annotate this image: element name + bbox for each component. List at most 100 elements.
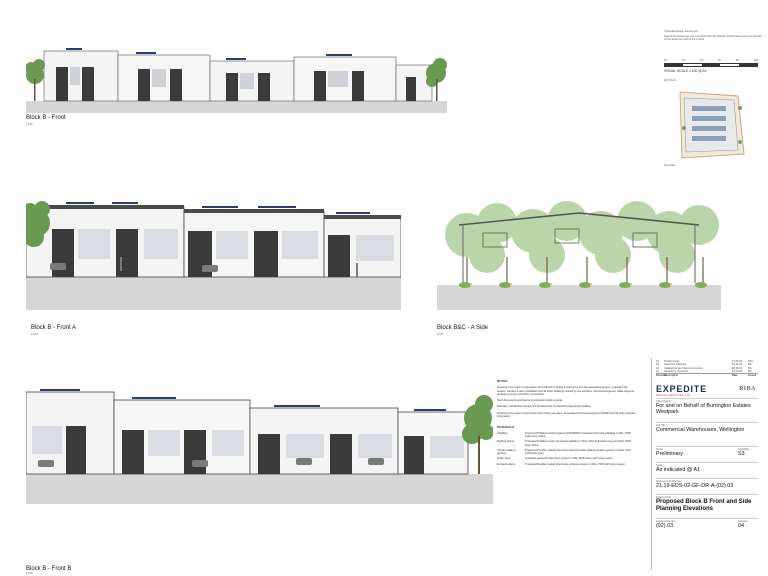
revision-number: 02 — [656, 366, 659, 370]
revision-header-desc: Description — [664, 374, 679, 378]
revision-by: BS — [748, 369, 752, 373]
revision-number: 01 — [656, 369, 659, 373]
revision-table: 04 Tender Issue 17.05.22 RJS 03 Issued f… — [656, 360, 758, 377]
revision-by: RJS — [748, 360, 753, 363]
drawing-number: (02).03 — [656, 523, 674, 529]
elevation-front-a-title: Block B - Front A — [31, 325, 77, 331]
revision-description: Tender Issue — [664, 360, 679, 363]
revision-date: 14.09.21 — [732, 369, 743, 373]
notes-paragraph-1: Drawing to be read in conjunction with w… — [497, 386, 635, 396]
material-name: Cladding — [497, 431, 508, 435]
revision-row: 03 Issued for Planning 10.12.21 BS — [656, 363, 758, 366]
elevation-side-title: Block B&C - A Side — [437, 325, 489, 331]
revision-label: Revision — [738, 520, 748, 523]
revision-description: Issued For Comment — [664, 369, 689, 373]
scale-bar-graphic — [664, 63, 758, 67]
material-desc: Insulated sectional roller door system i… — [525, 457, 614, 461]
material-desc: Proposed Powder coated aluminium framed … — [525, 448, 631, 456]
revision-header-by: Issued — [748, 374, 757, 378]
scale-section: Scale As indicated @ A1 — [656, 462, 758, 473]
revision-description: Updated as per Client Comments — [664, 366, 703, 370]
drawing-title-section: Drawing Title Proposed Block B Front and… — [656, 494, 758, 512]
elevation-side-scale: 1:100 — [437, 333, 444, 336]
revision-header-rev: Revision — [656, 374, 667, 378]
revision-by: BS — [748, 366, 752, 370]
drawing-number-label: Drawing Number — [656, 520, 676, 523]
elevation-front-drawing — [26, 48, 447, 113]
elevation-block-b-front-b — [26, 378, 493, 504]
key-plan-label: KEY PLAN — [664, 79, 676, 82]
material-desc: Proposed Profiled metal Kingspan KS1000R… — [525, 431, 631, 438]
revision-by: BS — [748, 363, 752, 367]
client-name: For and on Behalf of Burrington Estates … — [656, 403, 751, 415]
status-section: Status Preliminary Suitability S3 — [656, 446, 758, 457]
notes-paragraph-4: Drawing to be read in conjunction with c… — [497, 411, 636, 419]
scale-bar-label: VISUAL SCALE 1:100 @ A1 — [664, 69, 707, 73]
suitability-value: S3 — [738, 451, 745, 457]
revision-date: 10.12.21 — [732, 363, 743, 367]
material-desc: Proposed Profiled metal roof panels clad… — [525, 440, 632, 447]
dimension-note: Figured dimensions are only to be taken … — [664, 35, 762, 41]
material-row: Roller Door Insulated sectional roller d… — [497, 457, 637, 460]
material-name: Roofing Sheet — [497, 440, 515, 444]
elevation-front-b-drawing — [26, 389, 493, 504]
material-name: Entrance doors — [497, 462, 516, 466]
client-section: Client Name For and on Behalf of Burring… — [656, 398, 758, 415]
material-desc: Proposed Powder coated aluminium entranc… — [525, 462, 626, 466]
revision-header-row: Revision Description Date Issued — [656, 373, 758, 377]
elevation-front-title: Block B - Front — [26, 115, 66, 121]
material-name: Roller Door — [497, 457, 511, 461]
elevation-front-scale: 1:100 — [26, 123, 33, 126]
company-logo: EXPEDITE DESIGN SERVICES LTD — [656, 384, 728, 397]
scale-label: Scale — [656, 464, 663, 467]
elevation-block-bc-a-side — [437, 195, 721, 310]
revision-row: 01 Issued For Comment 14.09.21 BS — [656, 370, 758, 373]
elevation-side-drawing — [437, 201, 721, 310]
document-reference-section: Document Reference 21.19-EDS-02-GF-DR-A-… — [656, 478, 758, 489]
revision-number: 04 — [656, 360, 659, 363]
key-plan-drawing — [676, 88, 748, 160]
key-plan-caption: Key Guide — [664, 164, 676, 167]
title-block: 04 Tender Issue 17.05.22 RJS 03 Issued f… — [651, 358, 762, 570]
material-row: Cladding Proposed Profiled metal Kingspa… — [497, 432, 637, 439]
scale-tick-1: 2m — [682, 59, 686, 62]
scale-tick-0: 0m — [664, 59, 668, 62]
elevation-front-b-scale: 1:100 — [26, 572, 33, 575]
scale-tick-5: 10m — [754, 59, 759, 62]
revision-value: 04 — [738, 523, 744, 529]
notes-paragraph-2: Roof dimensions and layout coordination … — [497, 399, 563, 403]
status-value: Preliminary — [656, 451, 683, 457]
elevation-block-b-front-a — [26, 185, 401, 310]
revision-row: 02 Updated as per Client Comments 08.10.… — [656, 367, 758, 370]
notes-panel: NOTES Drawing to be read in conjunction … — [497, 379, 637, 560]
material-row: Curtain walling / glazing Proposed Powde… — [497, 449, 637, 456]
document-reference: 21.19-EDS-02-GF-DR-A-(02).03 — [656, 483, 734, 489]
materials-heading: MATERIALS — [497, 425, 515, 430]
visual-scale-bar: 0m 2m 4m 6m 8m 10m VISUAL SCALE 1:100 @ … — [664, 59, 760, 73]
notes-paragraph-3: Elevation coordinates identify the finis… — [497, 405, 592, 409]
revision-row: 04 Tender Issue 17.05.22 RJS — [656, 360, 758, 363]
logo-tagline: DESIGN SERVICES LTD — [656, 394, 691, 397]
drawing-number-section: Drawing Number (02).03 Revision 04 — [656, 518, 758, 529]
revision-date: 17.05.22 — [732, 360, 743, 363]
elevation-front-b-title: Block B - Front B — [26, 566, 72, 572]
job-title-label: Job Title — [656, 424, 666, 427]
logo-text: EXPEDITE — [656, 384, 707, 394]
key-plan — [676, 88, 748, 160]
job-title-section: Job Title Commercial Warehouses, Welling… — [656, 422, 758, 433]
revision-number: 03 — [656, 363, 659, 367]
revision-header-date: Date — [732, 374, 738, 378]
elevation-block-b-front — [26, 43, 447, 113]
scale-tick-4: 8m — [736, 59, 740, 62]
riba-logo: RIBA — [739, 386, 756, 392]
revision-date: 08.10.21 — [732, 366, 743, 370]
notes-heading: NOTES — [497, 379, 508, 383]
material-row: Roofing Sheet Proposed Profiled metal ro… — [497, 440, 637, 447]
materials-list: Cladding Proposed Profiled metal Kingspa… — [497, 432, 637, 466]
drawing-title-label: Drawing Title — [656, 496, 671, 499]
scale-tick-2: 4m — [700, 59, 704, 62]
suitability-label: Suitability — [738, 448, 750, 451]
status-label: Status — [656, 448, 664, 451]
drawing-title: Proposed Block B Front and Side Planning… — [656, 499, 752, 512]
